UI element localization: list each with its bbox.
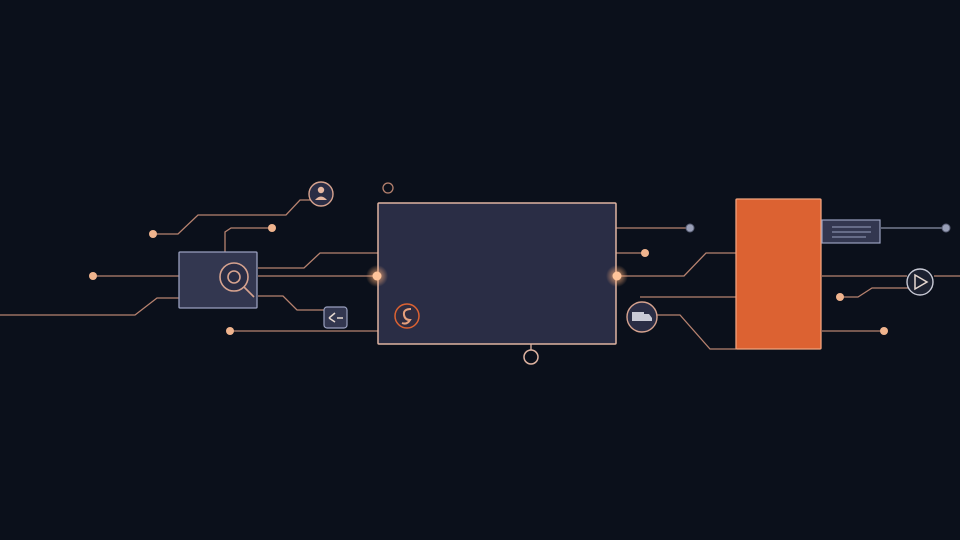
- terminal-node: [149, 230, 157, 238]
- main-panel: [377, 202, 617, 345]
- wire-panel-right: [618, 252, 736, 277]
- terminal-node: [268, 224, 276, 232]
- wires: [0, 199, 960, 350]
- input-box: [178, 251, 258, 309]
- terminal-node: [836, 293, 844, 301]
- wire-box-up: [224, 227, 272, 258]
- port-left: [372, 271, 382, 281]
- port-right: [612, 271, 622, 281]
- terminal-node-cool: [685, 223, 695, 233]
- top-ring-node: [382, 182, 394, 194]
- terminal-node: [226, 327, 234, 335]
- panel-bottom-ring: [523, 349, 539, 365]
- play-icon: [906, 268, 934, 296]
- wire-panel-bottom: [656, 314, 736, 350]
- wire-box-right-low: [258, 295, 324, 311]
- truck-icon: [626, 301, 658, 333]
- terminals-cool: [685, 223, 951, 233]
- terminal-node: [641, 249, 649, 257]
- text-lines-icon: [821, 219, 881, 244]
- shortcut-arrow-icon: [323, 306, 348, 329]
- person-icon: [308, 181, 334, 207]
- accent-block: [735, 198, 822, 350]
- terminal-node-cool: [941, 223, 951, 233]
- magnifier-icon: [219, 262, 255, 298]
- terminal-node: [880, 327, 888, 335]
- wire-left-long: [0, 297, 181, 316]
- panel-ports: [366, 265, 628, 287]
- wire-left-top: [153, 199, 312, 235]
- terminals: [89, 224, 888, 335]
- wire-right-bend: [840, 287, 908, 298]
- terminal-node: [89, 272, 97, 280]
- wire-box-right-top: [258, 252, 378, 269]
- swirl-icon: [394, 303, 420, 329]
